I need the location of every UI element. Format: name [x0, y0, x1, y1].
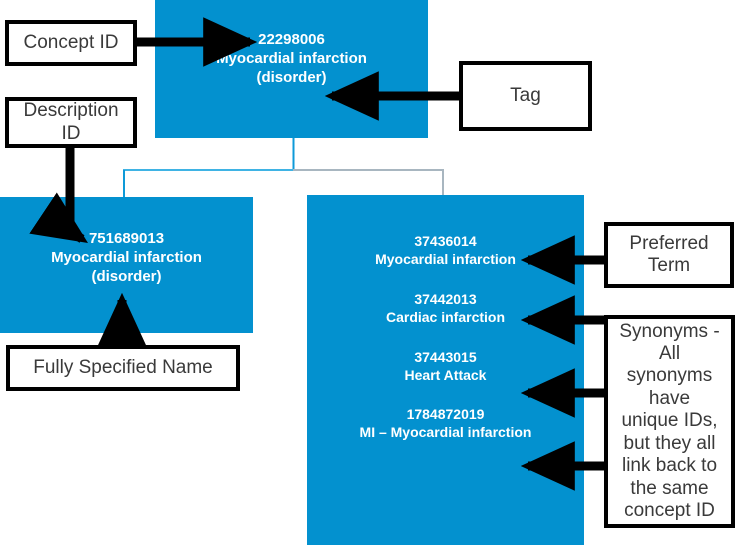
callout-synonyms: Synonyms - All synonyms have unique IDs,…: [604, 315, 735, 528]
callout-preferred-term: Preferred Term: [604, 222, 734, 288]
concept-tag-value: (disorder): [256, 69, 327, 87]
callout-preferred-term-line1: Preferred: [629, 232, 709, 254]
description-id-value: 37436014: [414, 233, 477, 249]
description-id-value: 1784872019: [406, 406, 485, 423]
callout-synonyms-line: Synonyms -: [619, 320, 720, 342]
callout-synonyms-line: have: [648, 387, 691, 409]
description-id-value: 37443015: [414, 348, 477, 365]
callout-fully-specified-name: Fully Specified Name: [6, 345, 240, 391]
description-entry: 1784872019 MI – Myocardial infarction: [307, 406, 584, 442]
callout-synonyms-line: the same: [630, 477, 709, 499]
fsn-term-value: Myocardial infarction: [51, 249, 202, 267]
descriptions-box: 37436014 Myocardial infarction 37442013 …: [307, 195, 584, 545]
concept-term-value: Myocardial infarction: [216, 50, 367, 68]
concept-box: 22298006 Myocardial infarction (disorder…: [155, 0, 428, 138]
description-term-value: Cardiac infarction: [385, 308, 506, 325]
description-term-value: Heart Attack: [404, 366, 487, 383]
description-term-value: MI – Myocardial infarction: [359, 424, 532, 441]
callout-description-id: Description ID: [5, 97, 137, 148]
fsn-tag-value: (disorder): [91, 268, 162, 286]
callout-synonyms-line: link back to: [621, 455, 718, 477]
fsn-id-value: 751689013: [88, 230, 165, 247]
fsn-box: 751689013 Myocardial infarction (disorde…: [0, 197, 253, 333]
callout-description-id-line1: Description: [23, 100, 119, 122]
description-id-value: 37442013: [414, 290, 477, 307]
callout-tag-label: Tag: [510, 84, 541, 106]
callout-concept-id: Concept ID: [5, 20, 137, 66]
callout-preferred-term-line2: Term: [647, 255, 691, 276]
callout-tag: Tag: [459, 61, 592, 131]
callout-synonyms-line: All synonyms: [626, 343, 713, 387]
description-term-value: Myocardial infarction: [375, 250, 516, 267]
description-entry: 37442013 Cardiac infarction: [307, 291, 584, 327]
callout-description-id-line2: ID: [61, 122, 81, 144]
callout-fully-specified-name-label: Fully Specified Name: [33, 356, 213, 378]
callout-preferred-term-label: Preferred Term: [621, 233, 716, 278]
description-entry: 37436014 Myocardial infarction: [307, 233, 584, 269]
description-entry: 37443015 Heart Attack: [307, 349, 584, 385]
callout-synonyms-label: Synonyms - All synonyms have unique IDs,…: [608, 321, 731, 523]
callout-synonyms-line: concept ID: [624, 499, 715, 521]
concept-id-value: 22298006: [258, 31, 325, 48]
callout-synonyms-line: but they all: [623, 432, 716, 454]
callout-concept-id-label: Concept ID: [23, 31, 119, 53]
callout-description-id-label: Description ID: [15, 100, 126, 145]
callout-synonyms-line: unique IDs,: [621, 410, 718, 432]
